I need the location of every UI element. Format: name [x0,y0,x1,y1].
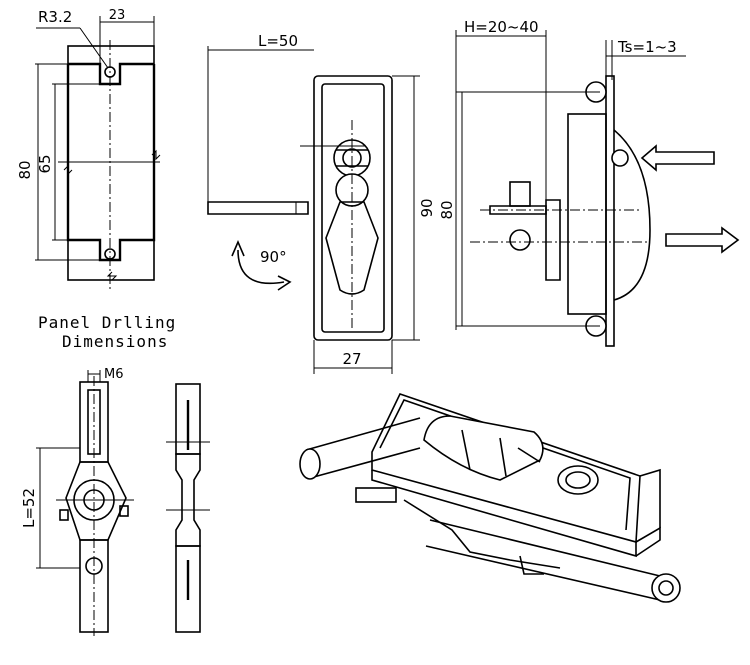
height-80-label: 80 [16,160,34,179]
front-body-outer [313,75,393,341]
rod-end-left [299,448,321,480]
height-80-side-label: 80 [438,200,456,219]
panel-drilling-view: R3.2 23 80 65 Panel Drlling Dimensions [16,8,176,351]
width-27-label: 27 [342,350,361,368]
front-body-inner [321,83,385,333]
isometric-view [299,393,681,603]
h-range-label: H=20~40 [464,18,539,36]
cam-front-view: M6 L=52 [20,367,134,636]
rotation-arrow [237,249,285,284]
side-view: H=20~40 Ts=1~3 80 [438,18,740,347]
caption-line2: Dimensions [62,332,168,351]
ts-range-label: Ts=1~3 [617,38,677,56]
side-bulge [613,129,651,301]
width-23-label: 23 [109,8,126,23]
side-cam [175,453,201,547]
bracket [545,199,561,281]
pull-arrow [665,226,740,254]
length-l52-label: L=52 [20,488,38,528]
height-90-label: 90 [418,198,436,217]
rotation-label: 90° [260,248,287,266]
height-65-label: 65 [36,154,54,173]
radius-label: R3.2 [38,8,72,26]
front-view: L=50 90 27 90° [207,32,436,374]
panel-plate [605,75,615,347]
lever-bar [207,201,309,215]
iso-handle [423,415,544,481]
caption-line1: Panel Drlling [38,313,176,332]
rod-end-right [651,573,681,603]
iso-keyhole [557,465,599,495]
handle-shape [325,201,379,295]
side-bottom-rod [175,545,201,633]
push-arrow [640,144,715,172]
length-l50-label: L=50 [258,32,298,50]
thread-label: M6 [104,367,124,382]
panel-outline [67,45,155,281]
cam-side-view [166,383,210,633]
side-body [567,113,607,315]
body-top [371,393,641,544]
